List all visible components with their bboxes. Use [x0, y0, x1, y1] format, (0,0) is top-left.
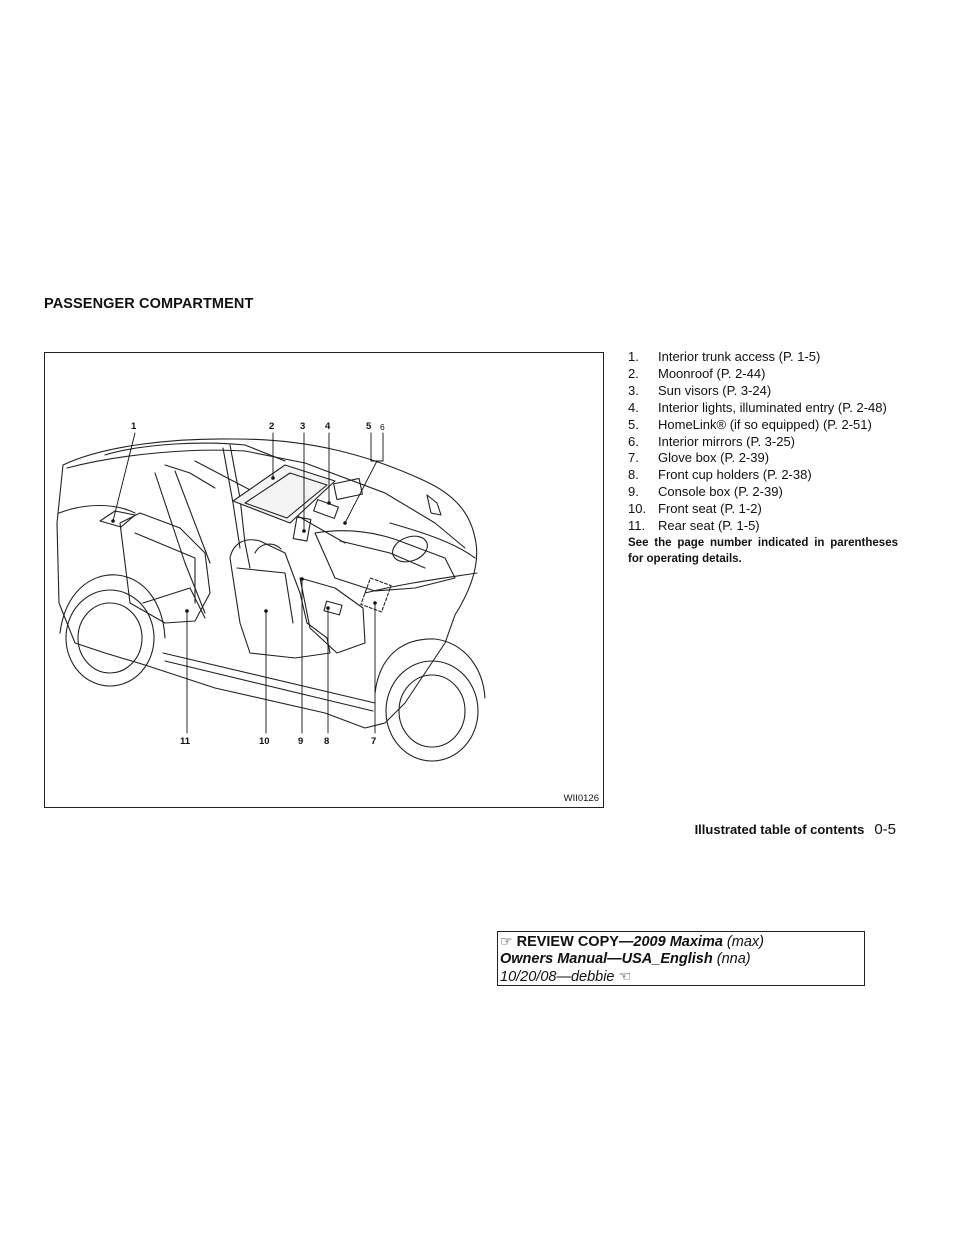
car-interior-drawing: 1 2 3 4 5 6 11 10 9 8 7 — [56, 421, 486, 762]
list-item: 9.Console box (P. 2-39) — [628, 484, 783, 500]
interior-lights — [333, 477, 363, 501]
side-mirror — [426, 494, 442, 516]
list-item: 1.Interior trunk access (P. 1-5) — [628, 349, 821, 364]
trunk-access — [99, 510, 136, 528]
list-item: 10.Front seat (P. 1-2) — [628, 501, 762, 517]
dashboard — [314, 530, 456, 592]
callout-2: 2 — [269, 421, 274, 432]
moonroof-panel — [232, 464, 336, 524]
callout-5: 5 — [366, 421, 372, 432]
pointing-hand-left-icon: ☜ — [618, 968, 632, 984]
list-item: 2.Moonroof (P. 2-44) — [628, 365, 766, 381]
car-body-outline — [56, 438, 478, 729]
list-item: 7.Glove box (P. 2-39) — [628, 450, 770, 466]
callout-1: 1 — [131, 421, 137, 432]
sun-visor — [292, 516, 312, 542]
operating-note: See the page number indicated in parenth… — [628, 537, 898, 565]
section-title: PASSENGER COMPARTMENT — [44, 296, 254, 312]
front-seat — [229, 539, 331, 659]
passenger-compartment-illustration: 1 2 3 4 5 6 11 10 9 8 7 WII0126 — [44, 352, 604, 808]
list-item: 4.Interior lights, illuminated entry (P.… — [628, 399, 887, 415]
page-footer: Illustrated table of contents 0-5 — [695, 821, 896, 838]
footer-section-title: Illustrated table of contents — [694, 822, 865, 837]
rear-wheel — [65, 589, 155, 687]
center-console — [299, 577, 366, 654]
homelink-panel — [313, 499, 339, 519]
callout-10: 10 — [259, 736, 270, 747]
list-item: 5.HomeLink® (if so equipped) (P. 2-51) — [628, 416, 872, 432]
callout-4: 4 — [325, 421, 331, 432]
callout-6: 6 — [380, 422, 385, 432]
review-copy-stamp: ☞ REVIEW COPY—2009 Maxima (max) Owners M… — [497, 931, 865, 986]
list-item: 11.Rear seat (P. 1-5) — [628, 518, 760, 534]
list-item: 3.Sun visors (P. 3-24) — [628, 382, 772, 398]
callout-8: 8 — [324, 736, 329, 747]
windshield-frame — [244, 450, 466, 549]
list-item: 6.Interior mirrors (P. 3-25) — [628, 433, 796, 449]
page-number: 0-5 — [874, 821, 896, 838]
pointing-hand-right-icon: ☞ — [500, 933, 513, 949]
list-item: 8.Front cup holders (P. 2-38) — [628, 467, 812, 483]
steering-wheel — [392, 535, 428, 563]
rear-seat — [119, 512, 211, 624]
glove-box — [360, 577, 392, 613]
callout-7: 7 — [371, 736, 376, 747]
callout-3: 3 — [300, 421, 305, 432]
cup-holders — [323, 600, 343, 616]
callout-9: 9 — [298, 736, 303, 747]
figure-code: WII0126 — [563, 793, 599, 804]
component-list: 1.Interior trunk access (P. 1-5) 2.Moonr… — [628, 349, 898, 535]
callout-11: 11 — [180, 736, 191, 747]
front-wheel — [385, 660, 479, 762]
